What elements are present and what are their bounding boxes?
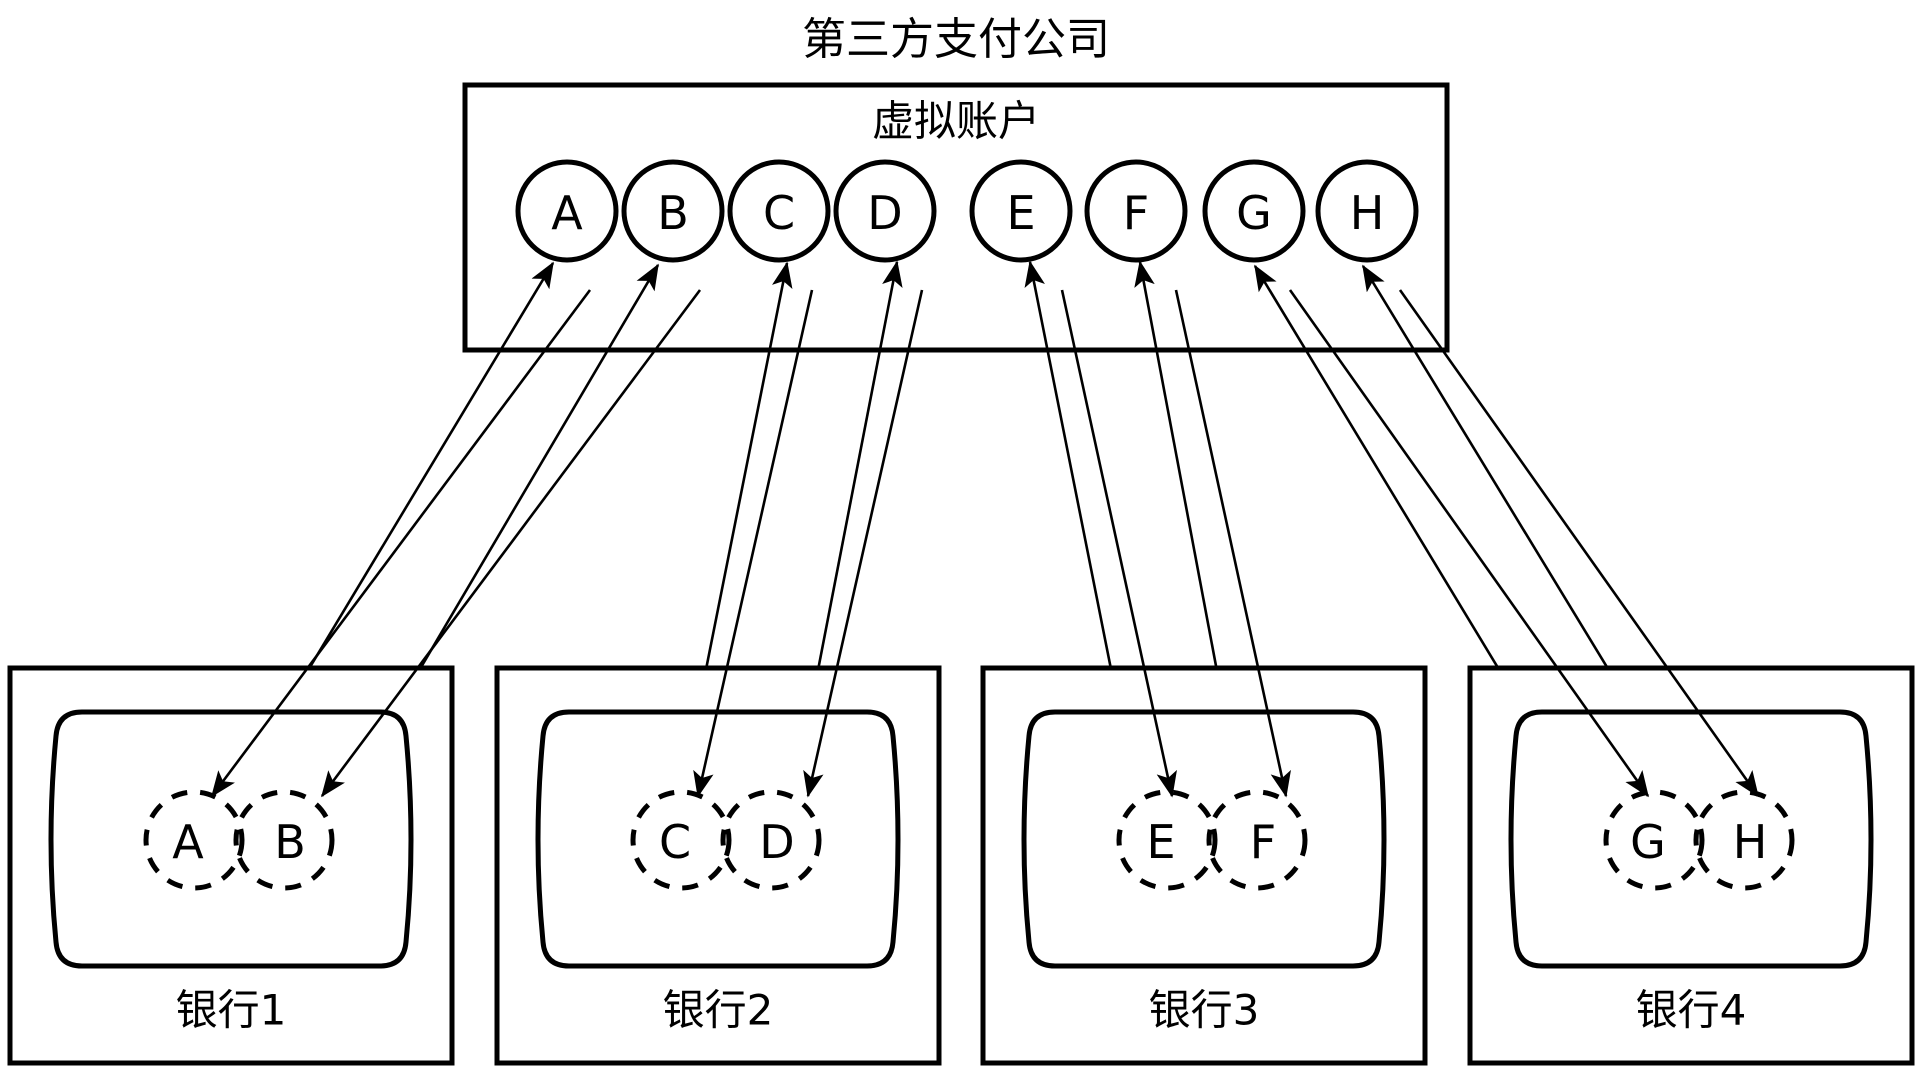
virtual-account-H[interactable]: H	[1315, 159, 1419, 263]
bank-1[interactable]: A B 银行1	[7, 665, 455, 1066]
bank-account-D-circle[interactable]	[720, 789, 822, 891]
bank-account-F-label: F	[1250, 815, 1276, 869]
bank-account-C-label: C	[659, 815, 691, 869]
connector-down-G	[1288, 289, 1650, 798]
bank-account-D[interactable]: D	[720, 789, 822, 891]
virtual-accounts-row: A B C D E F G	[515, 159, 1419, 263]
virtual-account-F[interactable]: F	[1084, 159, 1188, 263]
bank-account-B-label: B	[274, 815, 306, 869]
bank-4-inner-region	[1508, 709, 1874, 969]
bank-account-H-label: H	[1733, 815, 1768, 869]
connector-down-A	[210, 289, 592, 798]
bank-4[interactable]: G H 银行4	[1467, 665, 1915, 1066]
virtual-account-A-label: A	[551, 186, 583, 240]
connector-down-C	[693, 289, 814, 798]
bank-account-B[interactable]: B	[233, 789, 335, 891]
bank-account-F[interactable]: F	[1206, 789, 1308, 891]
provider-box-border-overlay	[462, 82, 1450, 353]
virtual-account-C-circle[interactable]	[727, 159, 831, 263]
virtual-account-G[interactable]: G	[1202, 159, 1306, 263]
connector-down-F	[1174, 289, 1291, 798]
page-title: 第三方支付公司	[802, 14, 1110, 65]
virtual-account-F-circle[interactable]	[1084, 159, 1188, 263]
bank-account-A-label: A	[172, 815, 204, 869]
virtual-account-H-circle[interactable]	[1315, 159, 1419, 263]
virtual-account-G-label: G	[1236, 186, 1272, 240]
bank-account-G-label: G	[1630, 815, 1666, 869]
virtual-account-C-label: C	[763, 186, 795, 240]
virtual-account-H-label: H	[1350, 186, 1385, 240]
bank-3-outer-box	[980, 665, 1428, 1066]
virtual-account-A-circle[interactable]	[515, 159, 619, 263]
virtual-account-D[interactable]: D	[833, 159, 937, 263]
bank-account-A-circle[interactable]	[143, 789, 245, 891]
connector-down-E	[1060, 289, 1177, 798]
bank-account-A[interactable]: A	[143, 789, 245, 891]
bank-1-inner-region	[48, 709, 414, 969]
bank-2-label: 银行2	[663, 986, 774, 1035]
bank-1-label: 银行1	[176, 986, 287, 1035]
virtual-account-E[interactable]: E	[969, 159, 1073, 263]
bank-3-inner-region	[1021, 709, 1387, 969]
virtual-account-A[interactable]: A	[515, 159, 619, 263]
bank-account-E-circle[interactable]	[1116, 789, 1218, 891]
bank-2-outer-box	[494, 665, 942, 1066]
bank-account-E-label: E	[1146, 815, 1175, 869]
virtual-account-E-circle[interactable]	[969, 159, 1073, 263]
virtual-account-C[interactable]: C	[727, 159, 831, 263]
connector-down-B	[320, 289, 702, 798]
virtual-account-E-label: E	[1006, 186, 1035, 240]
virtual-account-G-circle[interactable]	[1202, 159, 1306, 263]
bank-account-D-label: D	[759, 815, 794, 869]
virtual-account-F-label: F	[1123, 186, 1149, 240]
connector-down-D	[803, 289, 924, 798]
bank-3-label: 银行3	[1149, 986, 1260, 1035]
bank-2-inner-region	[535, 709, 901, 969]
bank-3[interactable]: E F 银行3	[980, 665, 1428, 1066]
bank-account-C-circle[interactable]	[630, 789, 732, 891]
virtual-account-D-circle[interactable]	[833, 159, 937, 263]
bank-account-C[interactable]: C	[630, 789, 732, 891]
bank-account-H-circle[interactable]	[1693, 789, 1795, 891]
bank-account-E[interactable]: E	[1116, 789, 1218, 891]
bank-4-outer-box	[1467, 665, 1915, 1066]
bank-1-outer-box	[7, 665, 455, 1066]
virtual-account-B-circle[interactable]	[621, 159, 725, 263]
virtual-account-section-label: 虚拟账户	[872, 97, 1040, 146]
connector-down-H	[1398, 289, 1760, 798]
virtual-account-B-label: B	[657, 186, 689, 240]
connectors-downward	[210, 289, 1760, 798]
bank-account-B-circle[interactable]	[233, 789, 335, 891]
bank-2[interactable]: C D 银行2	[494, 665, 942, 1066]
bank-account-H[interactable]: H	[1693, 789, 1795, 891]
bank-4-label: 银行4	[1636, 986, 1747, 1035]
virtual-account-D-label: D	[867, 186, 902, 240]
bank-account-G-circle[interactable]	[1603, 789, 1705, 891]
bank-account-G[interactable]: G	[1603, 789, 1705, 891]
virtual-account-B[interactable]: B	[621, 159, 725, 263]
bank-account-F-circle[interactable]	[1206, 789, 1308, 891]
